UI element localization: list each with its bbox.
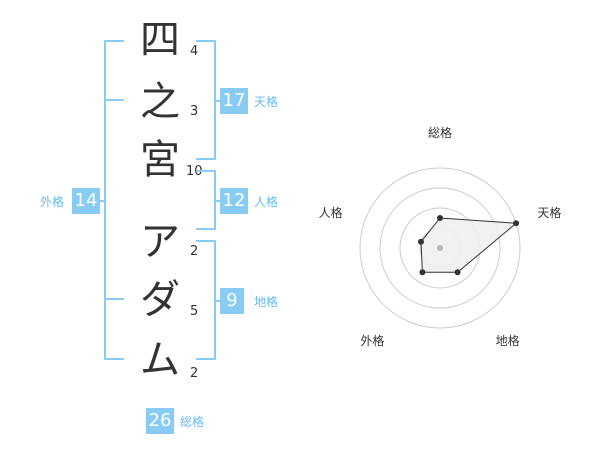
name-char-2: 之	[140, 79, 180, 125]
tenkaku-connector	[214, 100, 222, 102]
name-char-4: ア	[140, 219, 180, 265]
jinkaku-connector	[214, 200, 222, 202]
name-char-3: 宮	[140, 137, 180, 183]
radar-data-point	[418, 238, 424, 245]
radar-center-dot	[437, 245, 443, 251]
soukaku-value-badge: 26	[146, 408, 174, 434]
gaikaku-value-badge: 14	[72, 188, 100, 214]
radar-data-polygon	[420, 217, 518, 273]
jinkaku-value-badge: 12	[220, 188, 248, 214]
name-char-1: 四	[140, 17, 180, 63]
jinkaku-label: 人格	[254, 195, 279, 209]
chikaku-value-badge: 9	[220, 288, 244, 314]
gaikaku-bracket-tick	[104, 99, 124, 101]
stroke-count-5: 5	[190, 304, 199, 319]
radar-axis-label: 地格	[495, 334, 520, 348]
radar-data-point	[419, 269, 426, 276]
stroke-count-3: 10	[186, 164, 203, 179]
radar-axis-label: 天格	[537, 205, 562, 220]
radar-data-point	[437, 215, 443, 221]
radar-axis-label: 人格	[318, 205, 343, 220]
soukaku-label: 総格	[180, 415, 205, 429]
gaikaku-label: 外格	[40, 195, 65, 209]
radar-data-point	[454, 269, 461, 276]
tenkaku-value-badge: 17	[220, 88, 248, 114]
chikaku-connector	[214, 300, 222, 302]
name-char-5: ダ	[140, 277, 180, 323]
stroke-count-2: 3	[190, 104, 199, 119]
radar-data-point	[513, 220, 520, 227]
gaikaku-bracket-tick	[104, 298, 124, 300]
tenkaku-label: 天格	[254, 95, 279, 109]
radar-grid-ring	[359, 167, 521, 329]
stroke-count-6: 2	[190, 366, 199, 381]
radar-axis-label: 外格	[360, 334, 385, 348]
gaikaku-connector	[98, 200, 106, 202]
name-char-6: ム	[140, 337, 180, 383]
chikaku-label: 地格	[254, 295, 279, 309]
radar-axis-label: 総格	[427, 126, 452, 140]
stroke-count-4: 2	[190, 244, 199, 259]
radar-grid-ring	[379, 187, 501, 309]
stroke-count-1: 4	[190, 44, 199, 59]
